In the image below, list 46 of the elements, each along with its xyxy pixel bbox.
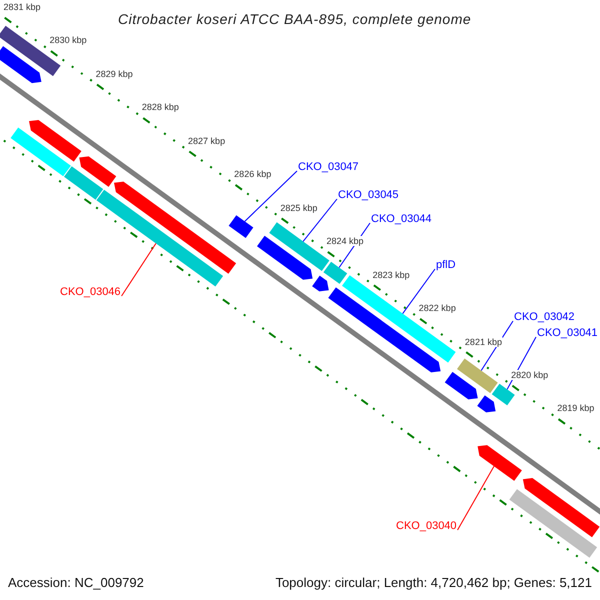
pointed-gene-bar xyxy=(257,236,313,280)
scale-label: 2823 kbp xyxy=(372,270,410,280)
scale-label: 2825 kbp xyxy=(280,202,318,213)
scale-label: 2828 kbp xyxy=(142,102,179,112)
scale-label: 2827 kbp xyxy=(188,136,226,146)
pointed-gene-bar xyxy=(29,120,82,162)
gene-label: CKO_03044 xyxy=(371,213,432,226)
gene-bar xyxy=(10,128,71,176)
gene-label: CKO_03047 xyxy=(298,161,359,174)
pointed-gene-bar xyxy=(312,276,329,292)
scale-label: 2821 kbp xyxy=(464,336,502,347)
leader-line xyxy=(244,170,298,222)
pointed-gene-bar xyxy=(444,372,478,400)
gene-label: CKO_03046 xyxy=(60,286,121,299)
scale-label: 2819 kbp xyxy=(557,403,594,414)
gene-bar xyxy=(64,166,104,200)
footer-text: Topology: circular; Length: 4,720,462 bp; Genes: 5,121 xyxy=(275,574,592,592)
gene-bar xyxy=(96,190,224,286)
pointed-gene-bar xyxy=(0,46,42,84)
scale-label: 2831 kbp xyxy=(3,2,40,12)
pointed-gene-bar xyxy=(522,478,600,538)
scale-label: 2820 kbp xyxy=(511,370,548,380)
scale-label: 2824 kbp xyxy=(326,236,364,246)
gene-bar xyxy=(323,262,348,284)
pointed-gene-bar xyxy=(114,182,236,274)
gene-label: CKO_03042 xyxy=(514,311,575,324)
gene-bar xyxy=(509,489,598,558)
gene-label: pflD xyxy=(436,259,456,272)
scale-label: 2826 kbp xyxy=(234,169,272,180)
gene-bar xyxy=(228,215,254,238)
pointed-gene-bar xyxy=(328,287,441,372)
gene-bar xyxy=(492,384,515,406)
pointed-gene-bar xyxy=(79,156,116,187)
scale-label: 2822 kbp xyxy=(418,303,456,314)
pointed-gene-bar xyxy=(478,445,522,481)
title: Citrobacter koseri ATCC BAA-895, complete genome xyxy=(118,10,472,29)
leader-line xyxy=(302,198,338,242)
scale-label: 2829 kbp xyxy=(96,68,133,79)
gene-label: CKO_03040 xyxy=(396,520,457,533)
gene-bar xyxy=(457,358,498,394)
footer-text: Accession: NC_009792 xyxy=(8,574,144,592)
gene-label: CKO_03041 xyxy=(537,327,598,340)
gene-label: CKO_03045 xyxy=(338,189,399,202)
leader-line xyxy=(457,466,494,530)
scale-label: 2830 kbp xyxy=(50,35,87,46)
leader-line xyxy=(121,242,156,296)
